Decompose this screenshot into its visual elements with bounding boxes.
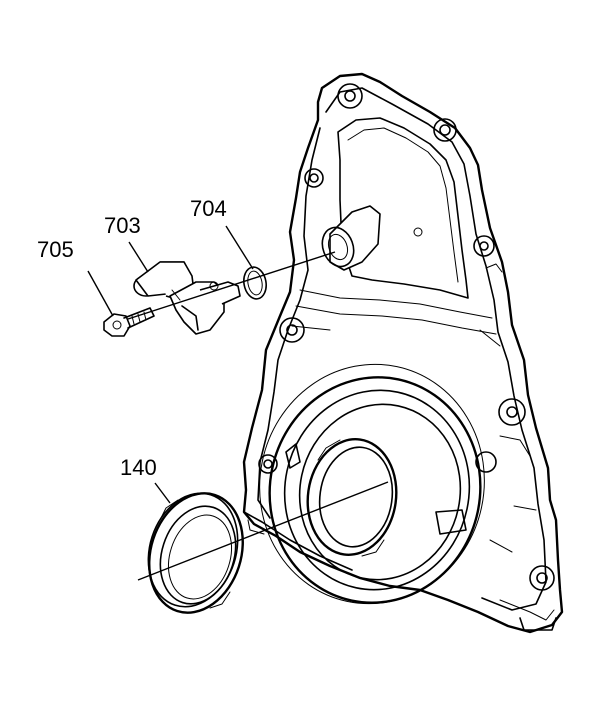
axis-sensor: [127, 251, 336, 320]
callout-705: 705: [37, 237, 74, 262]
front-crankshaft-seal: [147, 492, 244, 614]
leader-703: [128, 241, 149, 273]
leader-lines: [87, 225, 389, 581]
axis-seal: [137, 481, 389, 581]
callout-704: 704: [190, 196, 227, 221]
callout-140: 140: [120, 455, 157, 480]
callout-labels: 705 703 704 140: [37, 196, 227, 480]
seal-housing: [259, 363, 485, 605]
camshaft-position-sensor: [133, 261, 241, 335]
sensor-bolt: [103, 307, 155, 337]
front-cover: [242, 72, 564, 634]
o-ring-seal: [243, 266, 267, 300]
callout-703: 703: [104, 213, 141, 238]
leader-705: [87, 270, 114, 317]
sensor-boss: [321, 205, 381, 271]
leader-140: [154, 482, 171, 504]
leader-704: [225, 225, 254, 270]
